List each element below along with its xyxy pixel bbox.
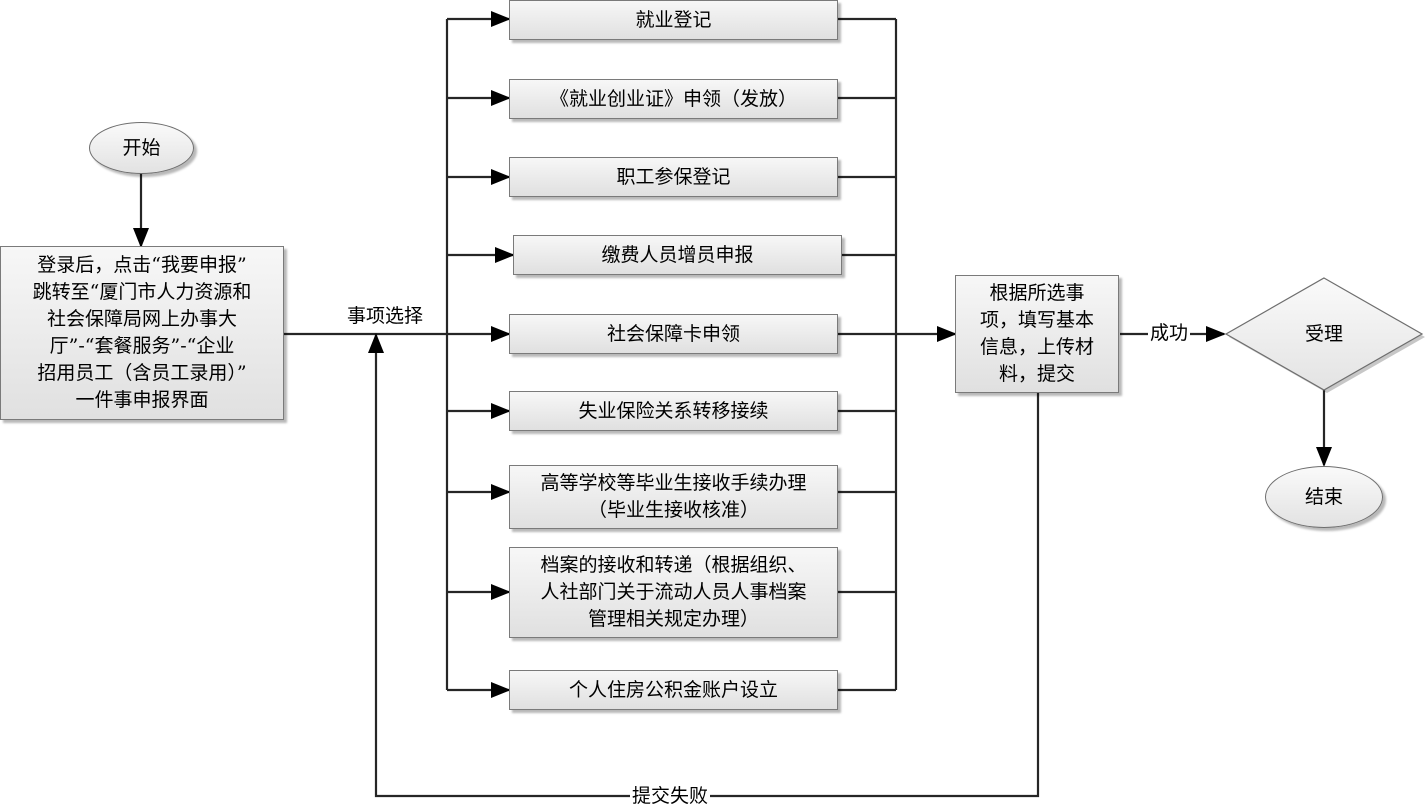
start-node: 开始 <box>89 122 194 174</box>
item-box-8: 档案的接收和转递（根据组织、 人社部门关于流动人员人事档案 管理相关规定办理） <box>509 547 838 638</box>
item-box-7: 高等学校等毕业生接收手续办理 （毕业生接收核准） <box>509 465 838 529</box>
accept-label: 受理 <box>1304 322 1343 345</box>
item-box-4: 缴费人员增员申报 <box>513 235 842 275</box>
item-box-5: 社会保障卡申领 <box>509 314 838 354</box>
fill-form-box: 根据所选事 项，填写基本 信息，上传材 料，提交 <box>955 275 1119 393</box>
item-box-6: 失业保险关系转移接续 <box>509 391 838 431</box>
fill-form-text: 根据所选事 项，填写基本 信息，上传材 料，提交 <box>979 282 1094 385</box>
item-label-6: 失业保险关系转移接续 <box>578 399 769 422</box>
login-step-box: 登录后，点击“我要申报” 跳转至“厦门市人力资源和 社会保障局网上办事大 厅”-… <box>0 246 284 420</box>
item-box-2: 《就业创业证》申领（发放） <box>509 79 838 119</box>
end-label: 结束 <box>1304 485 1343 508</box>
end-node: 结束 <box>1265 466 1383 528</box>
item-label-7: 高等学校等毕业生接收手续办理 （毕业生接收核准） <box>540 472 807 521</box>
item-label-8: 档案的接收和转递（根据组织、 人社部门关于流动人员人事档案 管理相关规定办理） <box>540 554 807 630</box>
item-label-2: 《就业创业证》申领（发放） <box>549 87 797 110</box>
submit-failed-label: 提交失败 <box>630 784 711 808</box>
item-box-1: 就业登记 <box>509 0 838 40</box>
item-box-9: 个人住房公积金账户设立 <box>509 670 838 710</box>
accept-decision-label-wrap: 受理 <box>1266 314 1382 354</box>
decision-diamond <box>1224 277 1424 391</box>
item-label-5: 社会保障卡申领 <box>606 322 740 345</box>
item-label-1: 就业登记 <box>635 8 712 31</box>
start-label: 开始 <box>122 136 161 159</box>
login-step-text: 登录后，点击“我要申报” 跳转至“厦门市人力资源和 社会保障局网上办事大 厅”-… <box>32 254 252 411</box>
item-box-3: 职工参保登记 <box>509 157 838 197</box>
success-label: 成功 <box>1148 321 1191 345</box>
item-label-4: 缴费人员增员申报 <box>601 243 754 266</box>
select-items-label: 事项选择 <box>347 305 424 327</box>
item-label-3: 职工参保登记 <box>616 165 731 188</box>
item-label-9: 个人住房公积金账户设立 <box>568 678 778 701</box>
